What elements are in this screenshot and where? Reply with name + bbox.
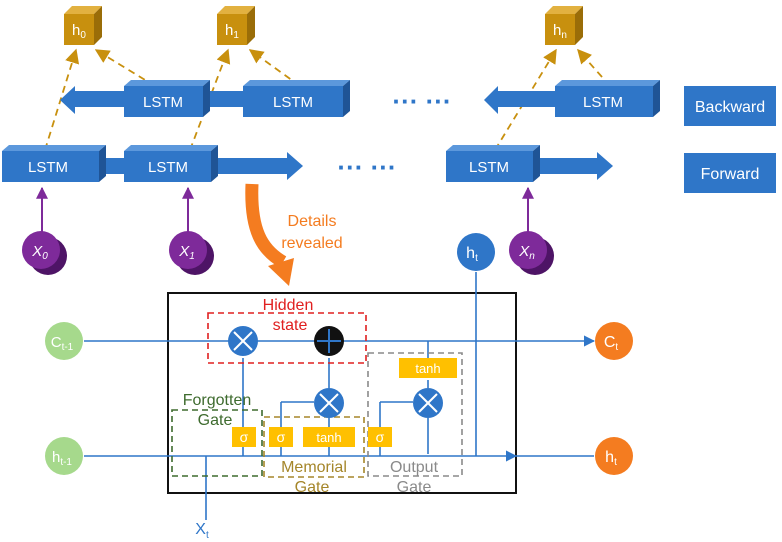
lstm-cell-box xyxy=(167,292,517,494)
forward-layer: LSTM LSTM LSTM xyxy=(2,145,613,182)
lstm-forward-2: LSTM xyxy=(124,145,218,182)
c-prev-node: Ct-1 xyxy=(45,322,83,360)
tanh-output: tanh xyxy=(399,358,457,378)
legend-forward: Forward xyxy=(684,153,776,193)
lstm-backward-n: LSTM xyxy=(484,80,660,117)
input-x0: X0 xyxy=(22,231,67,275)
output-cube-hn: hn xyxy=(545,6,583,45)
output-cube-h0: h0 xyxy=(64,6,102,45)
svg-text:LSTM: LSTM xyxy=(583,94,623,111)
output-label-hn: hn xyxy=(553,22,567,41)
hidden-state-label-1: Hidden xyxy=(263,297,314,314)
svg-text:LSTM: LSTM xyxy=(148,159,188,176)
svg-text:Backward: Backward xyxy=(695,99,765,116)
svg-text:Ct-1: Ct-1 xyxy=(51,334,74,353)
input-x1: X1 xyxy=(169,231,214,275)
memorial-gate-label-1: Memorial xyxy=(281,459,347,476)
svg-text:σ: σ xyxy=(240,429,249,445)
multiply-node-output xyxy=(413,388,443,418)
svg-text:ht: ht xyxy=(466,245,478,264)
svg-text:X0: X0 xyxy=(31,243,48,262)
ellipsis-forward: ··· ··· xyxy=(337,152,396,182)
ellipsis-backward: ··· ··· xyxy=(392,86,451,116)
sigma-output: σ xyxy=(368,427,392,447)
legend-backward: Backward xyxy=(684,86,776,126)
svg-text:σ: σ xyxy=(277,429,286,445)
forgotten-gate-label-2: Gate xyxy=(198,412,233,429)
memorial-gate-box xyxy=(263,416,365,478)
svg-text:LSTM: LSTM xyxy=(28,159,68,176)
svg-text:tanh: tanh xyxy=(316,430,341,445)
output-gate-label-2: Gate xyxy=(397,479,432,496)
svg-text:Forward: Forward xyxy=(701,166,760,183)
svg-text:σ: σ xyxy=(376,429,385,445)
backward-layer: LSTM LSTM LSTM xyxy=(60,80,660,117)
sigma-input: σ xyxy=(269,427,293,447)
memorial-gate-label-2: Gate xyxy=(295,479,330,496)
tanh-input: tanh xyxy=(303,427,355,447)
output-gate-box xyxy=(367,352,463,477)
forgotten-gate-box xyxy=(171,409,263,477)
h-prev-node: ht-1 xyxy=(45,437,83,475)
output-cube-h1: h1 xyxy=(217,6,255,45)
svg-text:LSTM: LSTM xyxy=(273,94,313,111)
svg-text:Ct: Ct xyxy=(604,334,619,353)
svg-text:ht: ht xyxy=(605,449,617,468)
lstm-backward-1: LSTM xyxy=(124,80,210,117)
details-arrow xyxy=(245,183,294,286)
sigma-forget: σ xyxy=(232,427,256,447)
svg-text:tanh: tanh xyxy=(415,361,440,376)
svg-text:LSTM: LSTM xyxy=(469,159,509,176)
details-label-line2: revealed xyxy=(281,235,342,252)
c-next-node: Ct xyxy=(595,322,633,360)
lstm-forward-1: LSTM xyxy=(2,145,106,182)
svg-text:X1: X1 xyxy=(178,243,195,262)
multiply-node-input xyxy=(314,388,344,418)
hidden-state-box xyxy=(207,312,367,364)
input-xn: Xn xyxy=(509,231,554,275)
h-next-node: ht xyxy=(595,437,633,475)
output-gate-label-1: Output xyxy=(390,459,439,476)
xt-label: Xt xyxy=(195,521,209,541)
details-label-line1: Details xyxy=(288,213,337,230)
svg-text:Xn: Xn xyxy=(518,243,535,262)
lstm-backward-2: LSTM xyxy=(243,80,350,117)
add-node-cell xyxy=(314,326,344,356)
output-label-h0: h0 xyxy=(72,22,86,41)
multiply-node-forget xyxy=(228,326,258,356)
input-arrows xyxy=(36,186,534,232)
lstm-forward-n: LSTM xyxy=(446,145,613,182)
output-label-h1: h1 xyxy=(225,22,239,41)
hidden-state-label-2: state xyxy=(273,317,308,334)
svg-text:LSTM: LSTM xyxy=(143,94,183,111)
svg-text:ht-1: ht-1 xyxy=(52,449,72,468)
ht-top-node: ht xyxy=(457,233,495,271)
forgotten-gate-label-1: Forgotten xyxy=(183,392,251,409)
